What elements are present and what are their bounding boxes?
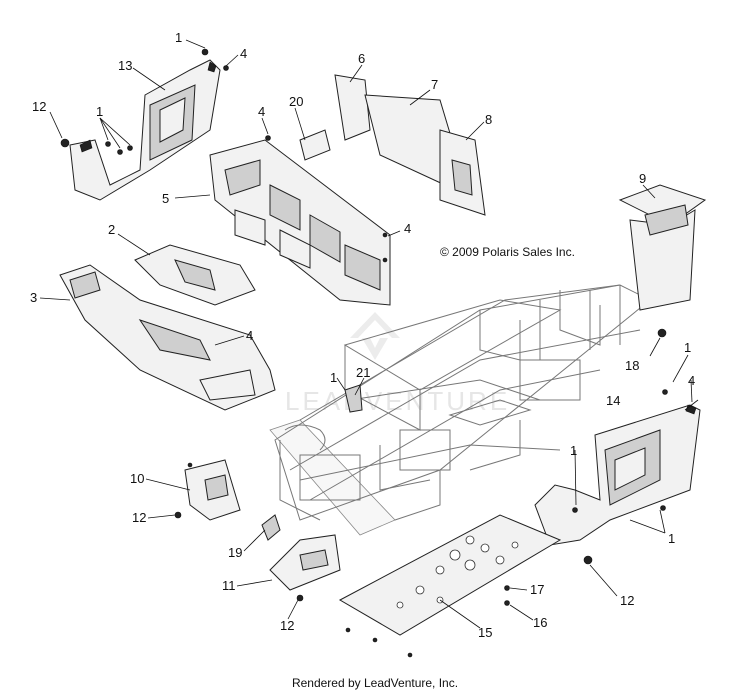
callout-1-panel-right: 1 [668, 531, 675, 546]
callout-8: 8 [485, 112, 492, 127]
bracket-11 [269, 534, 341, 591]
callout-12-bracket: 12 [132, 510, 146, 525]
copyright-text: © 2009 Polaris Sales Inc. [440, 245, 575, 259]
callout-7: 7 [431, 77, 438, 92]
watermark-text: LEADVENTURE [285, 386, 510, 416]
callout-4-floorpan: 4 [246, 328, 253, 343]
callout-1-right: 1 [684, 340, 691, 355]
callout-13: 13 [118, 58, 132, 73]
callout-2: 2 [108, 222, 115, 237]
bracket-10 [184, 459, 241, 521]
callout-4-right: 4 [688, 373, 695, 388]
callout-14: 14 [606, 393, 620, 408]
frame-assembly [269, 284, 651, 536]
callout-4-seatbase: 4 [258, 104, 265, 119]
side-panel-left-13 [69, 59, 221, 201]
bracket-21 [344, 384, 363, 413]
callout-1-left: 1 [96, 104, 103, 119]
bracket-19 [261, 514, 281, 541]
callout-6: 6 [358, 51, 365, 66]
callout-18: 18 [625, 358, 639, 373]
watermark-logo: LEADVENTURE [285, 312, 510, 416]
leader-lines [39, 39, 699, 629]
callout-11: 11 [222, 578, 236, 593]
callout-15: 15 [478, 625, 492, 640]
callout-19: 19 [228, 545, 242, 560]
part-20-strip [299, 129, 331, 161]
skid-plate-15 [338, 514, 562, 636]
seat-pads [334, 74, 486, 216]
callout-16: 16 [533, 615, 547, 630]
callout-21: 21 [356, 365, 370, 380]
storage-box-9 [618, 184, 707, 311]
callout-1-center: 1 [330, 370, 337, 385]
callout-1-panel: 1 [570, 443, 577, 458]
callout-17: 17 [530, 582, 544, 597]
console-cover-2 [134, 244, 256, 306]
callout-5: 5 [162, 191, 169, 206]
callout-10: 10 [130, 471, 144, 486]
callout-9: 9 [639, 171, 646, 186]
callout-4-seatbase-right: 4 [404, 221, 411, 236]
side-panel-right-14 [534, 404, 701, 546]
callout-12-lower: 12 [280, 618, 294, 633]
seat-pad-6 [334, 74, 371, 141]
callout-1-top: 1 [175, 30, 182, 45]
callout-4-top: 4 [240, 46, 247, 61]
callout-12-right: 12 [620, 593, 634, 608]
floor-pan-3 [59, 264, 276, 411]
callout-labels: 1 4 13 12 1 4 20 6 7 8 5 2 3 4 4 9 18 1 … [30, 30, 695, 640]
footer-credit: Rendered by LeadVenture, Inc. [291, 676, 459, 690]
callout-12-left: 12 [32, 99, 46, 114]
nut-18 [657, 328, 667, 338]
callout-3: 3 [30, 290, 37, 305]
callout-20: 20 [289, 94, 303, 109]
seat-base-panel-5 [209, 139, 391, 306]
fasteners [60, 48, 668, 658]
